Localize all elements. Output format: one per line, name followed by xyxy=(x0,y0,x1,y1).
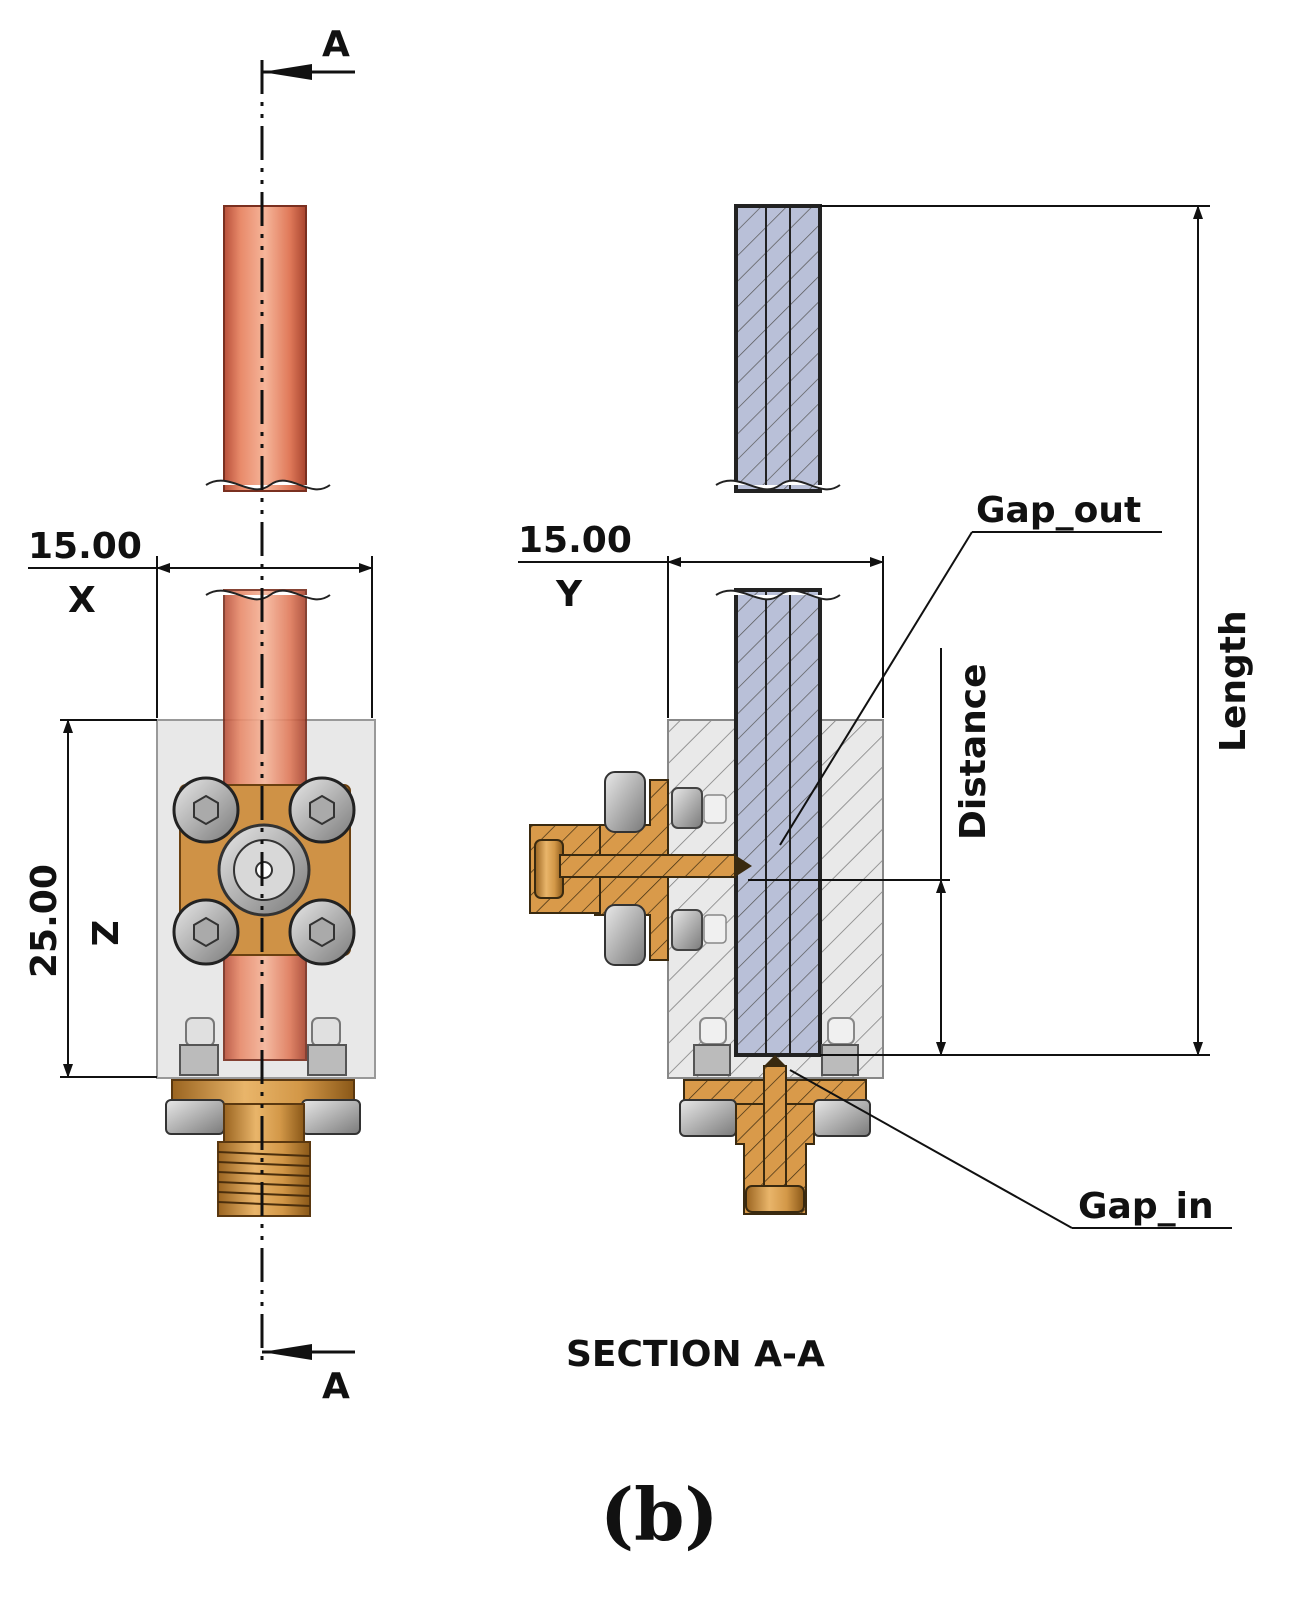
width-value-x: 15.00 xyxy=(28,526,142,567)
bottom-connector-section xyxy=(679,1055,871,1215)
section-small-screws xyxy=(693,1017,859,1076)
flange-screws xyxy=(172,776,356,966)
bottom-nut-left xyxy=(165,1099,225,1135)
upper-rod-section xyxy=(734,204,822,493)
section-mark-bottom: A xyxy=(322,1366,350,1407)
upper-copper-rod xyxy=(223,205,307,492)
height-value-z: 25.00 xyxy=(24,864,65,978)
gap-in-label: Gap_in xyxy=(1078,1186,1214,1227)
distance-label: Distance xyxy=(953,663,994,840)
section-view: 15.00 Y Gap_out Gap_in Distance Length S… xyxy=(518,204,1254,1375)
bottom-nut-right xyxy=(301,1099,361,1135)
threaded-connector xyxy=(217,1141,311,1217)
gap-out-label: Gap_out xyxy=(976,490,1141,531)
section-mark-top: A xyxy=(322,24,350,65)
break-line-upper-section xyxy=(715,479,841,491)
width-value-y: 15.00 xyxy=(518,520,632,561)
break-line-lower xyxy=(205,589,331,601)
front-view: A A 15.00 X 25.00 Z xyxy=(24,24,376,1407)
section-title: SECTION A-A xyxy=(566,1334,825,1375)
break-line-lower-section xyxy=(715,589,841,601)
side-connector xyxy=(529,771,752,966)
lower-small-screws xyxy=(179,1017,347,1076)
figure-caption: (b) xyxy=(600,1472,718,1557)
connector-pin xyxy=(255,861,273,879)
width-axis-y: Y xyxy=(555,574,583,615)
break-line-upper xyxy=(205,479,331,491)
bottom-body xyxy=(223,1103,305,1145)
length-label: Length xyxy=(1213,610,1254,752)
lower-rod-section xyxy=(734,588,822,1057)
height-axis-z: Z xyxy=(83,920,124,946)
width-axis-x: X xyxy=(68,580,96,621)
gap-out-leader xyxy=(779,531,973,846)
gap-in-leader xyxy=(789,1069,1073,1229)
